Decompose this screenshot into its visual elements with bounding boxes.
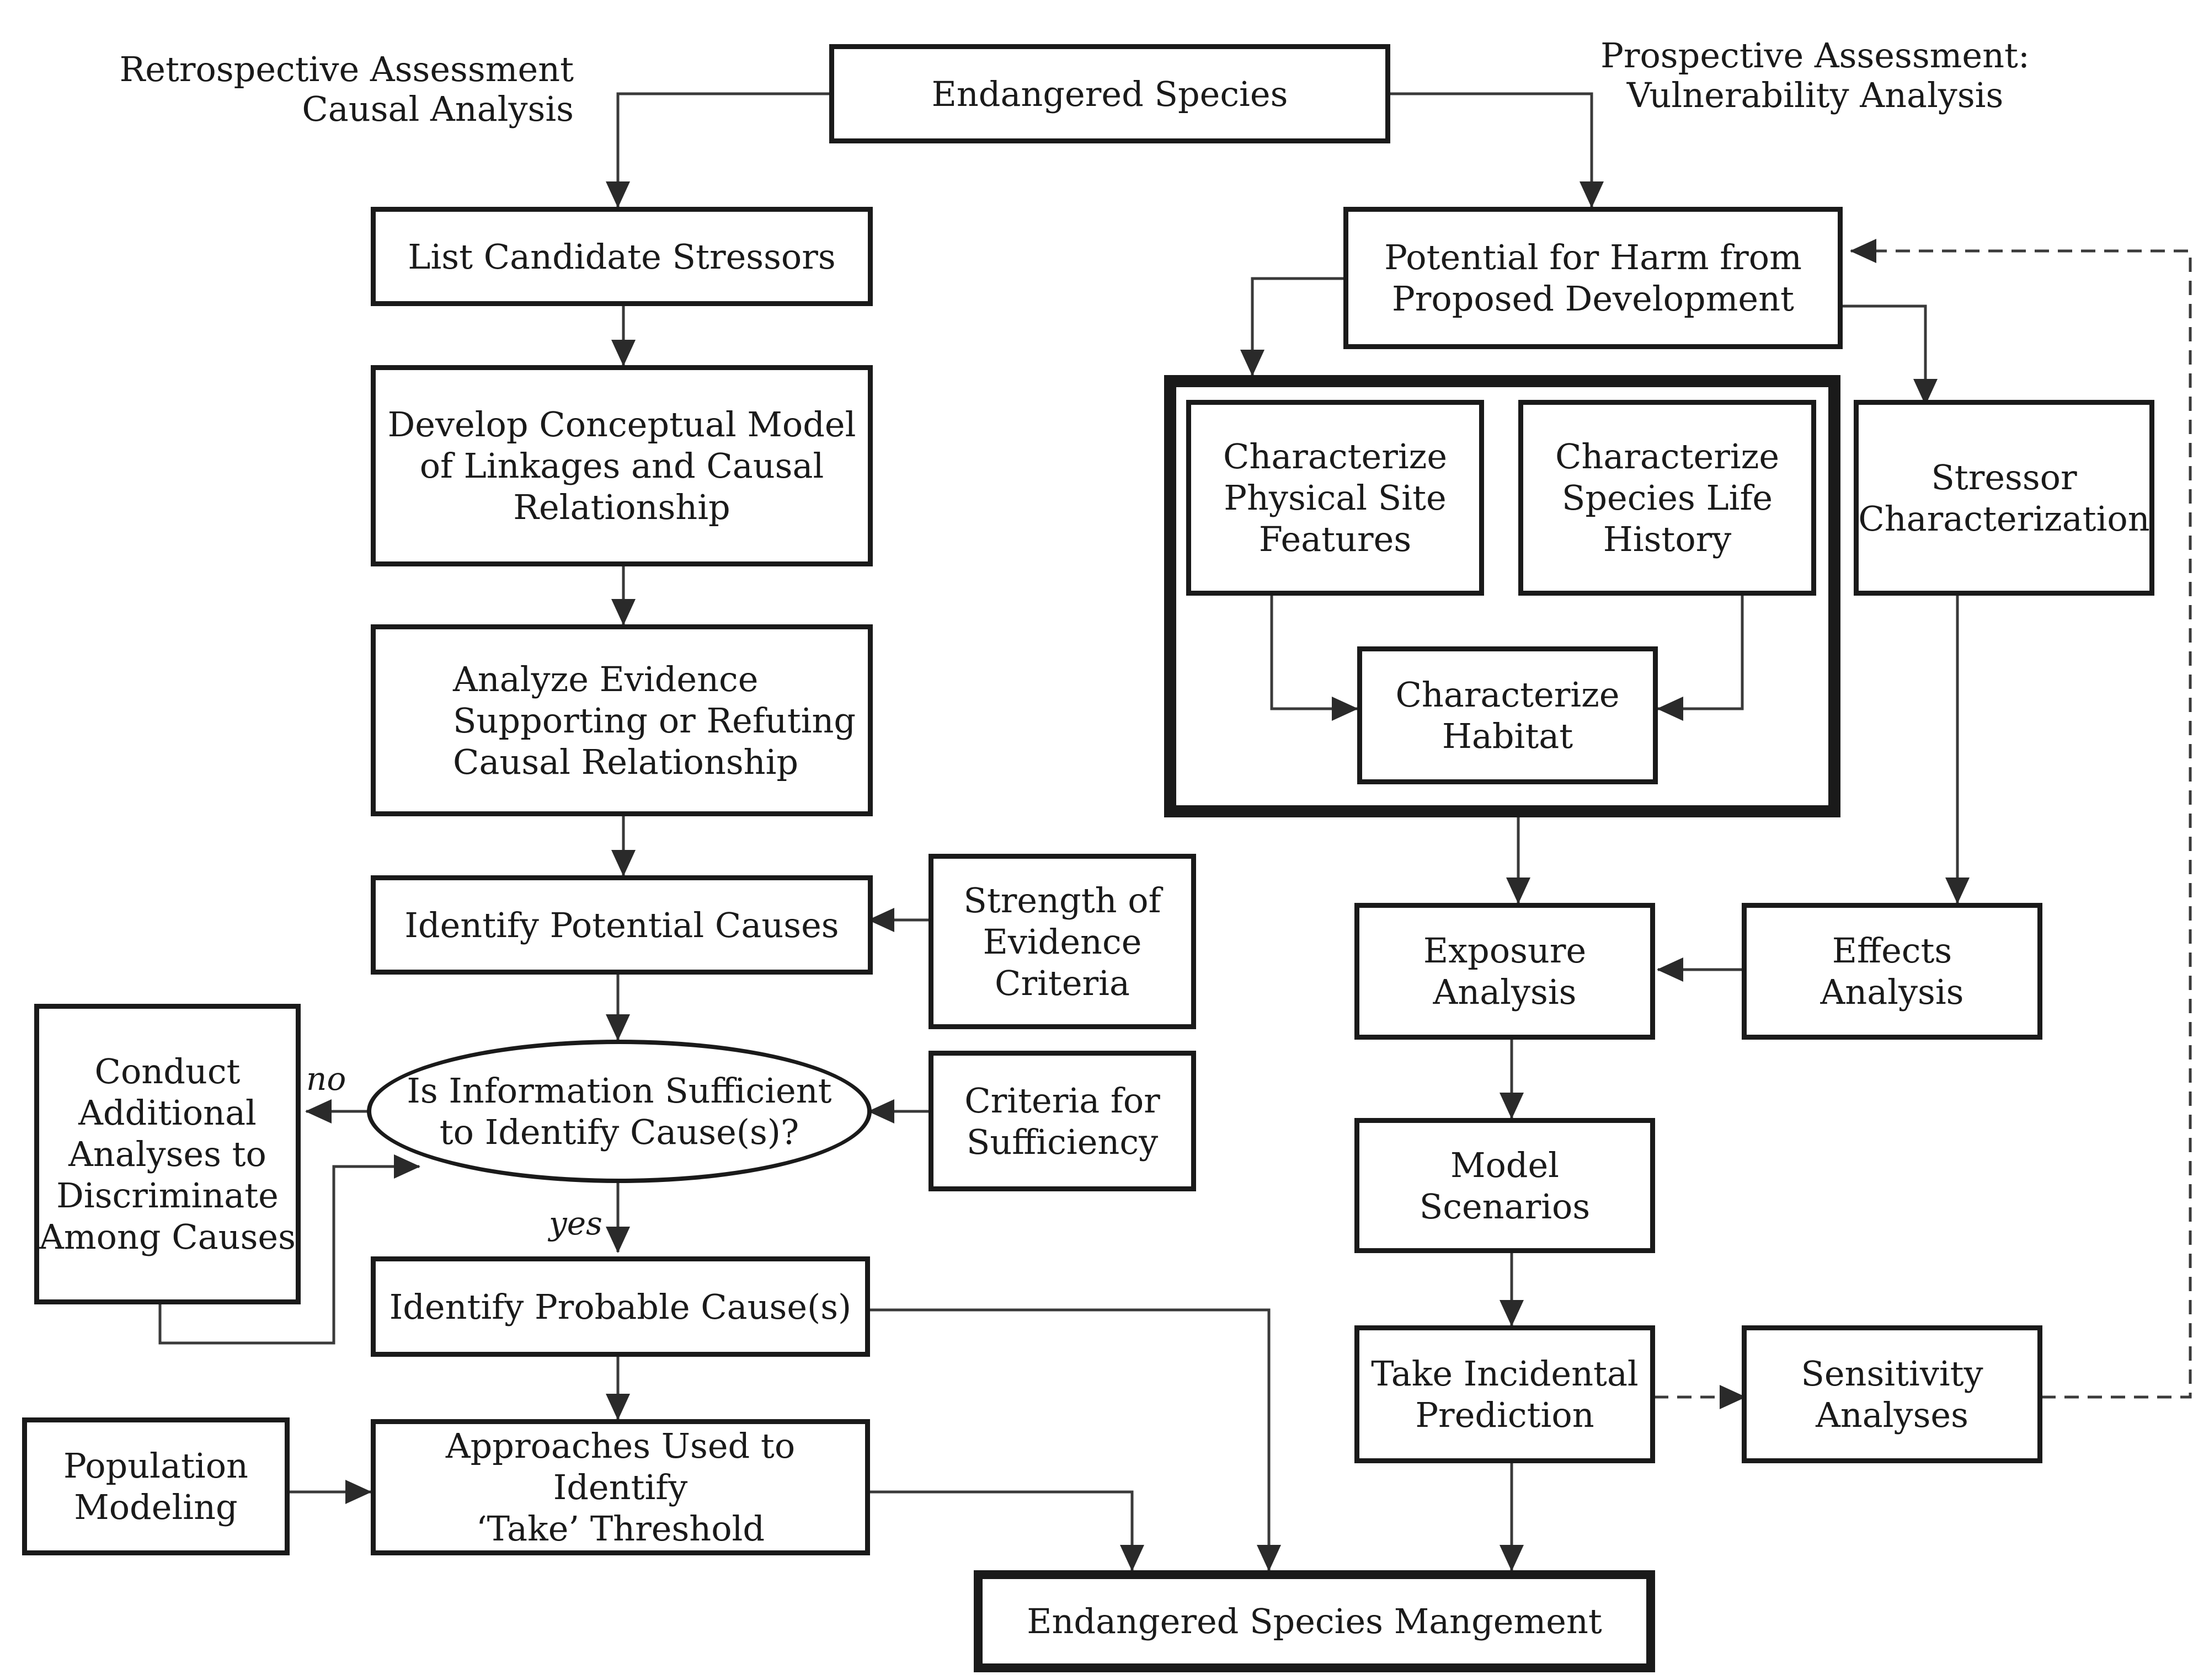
- node-conduct-additional-analyses: Conduct Additional Analyses to Discrimin…: [34, 1004, 301, 1304]
- arrow-sensitivity-feedback: [1850, 239, 2192, 1399]
- node-identify-potential-causes: Identify Potential Causes: [371, 875, 873, 975]
- node-is-information-sufficient: Is Information Sufficient to Identify Ca…: [367, 1040, 872, 1183]
- arrow-approaches-to-management: [869, 1490, 1144, 1571]
- node-characterize-physical-site: Characterize Physical Site Features: [1186, 400, 1484, 596]
- characterization-frame: [1164, 375, 1840, 817]
- arrow-harm-to-frame: [1240, 277, 1346, 376]
- node-take-incidental-prediction: Take Incidental Prediction: [1354, 1325, 1655, 1463]
- node-identify-probable-causes: Identify Probable Cause(s): [371, 1256, 870, 1357]
- arrow-species-to-harm: [1388, 92, 1604, 208]
- node-population-modeling: Population Modeling: [22, 1417, 290, 1555]
- node-model-scenarios: Model Scenarios: [1354, 1118, 1655, 1253]
- node-characterize-species-life: Characterize Species Life History: [1518, 400, 1816, 596]
- node-potential-for-harm: Potential for Harm from Proposed Develop…: [1343, 207, 1843, 349]
- node-effects-analysis: Effects Analysis: [1742, 903, 2042, 1040]
- node-develop-conceptual-model: Develop Conceptual Model of Linkages and…: [371, 365, 873, 566]
- arrow-species-life-to-habitat: [1657, 596, 1744, 721]
- node-approaches-take-threshold: Approaches Used to Identify ‘Take’ Thres…: [371, 1419, 870, 1555]
- arrow-physical-to-habitat: [1270, 596, 1358, 721]
- retrospective-header: Retrospective Assessment Causal Analysis: [119, 49, 574, 129]
- node-endangered-species: Endangered Species: [829, 44, 1390, 143]
- node-strength-of-evidence: Strength of Evidence Criteria: [929, 854, 1196, 1029]
- node-endangered-species-management: Endangered Species Mangement: [974, 1570, 1655, 1672]
- prospective-header: Prospective Assessment: Vulnerability An…: [1600, 35, 2030, 115]
- node-characterize-habitat: Characterize Habitat: [1357, 646, 1658, 784]
- edge-label-yes: yes: [549, 1205, 602, 1242]
- node-list-candidate-stressors: List Candidate Stressors: [371, 207, 873, 306]
- node-analyze-evidence: Analyze Evidence Supporting or Refuting …: [371, 624, 873, 816]
- arrow-conduct-loop: [158, 1154, 420, 1345]
- node-stressor-characterization: Stressor Characterization: [1854, 400, 2154, 596]
- node-criteria-for-sufficiency: Criteria for Sufficiency: [929, 1051, 1196, 1191]
- node-exposure-analysis: Exposure Analysis: [1354, 903, 1655, 1040]
- arrow-species-to-list: [606, 92, 833, 208]
- node-sensitivity-analyses: Sensitivity Analyses: [1742, 1325, 2042, 1463]
- edge-label-no: no: [306, 1060, 346, 1098]
- arrow-probable-to-management: [869, 1308, 1281, 1571]
- arrow-harm-to-stressor: [1843, 304, 1938, 405]
